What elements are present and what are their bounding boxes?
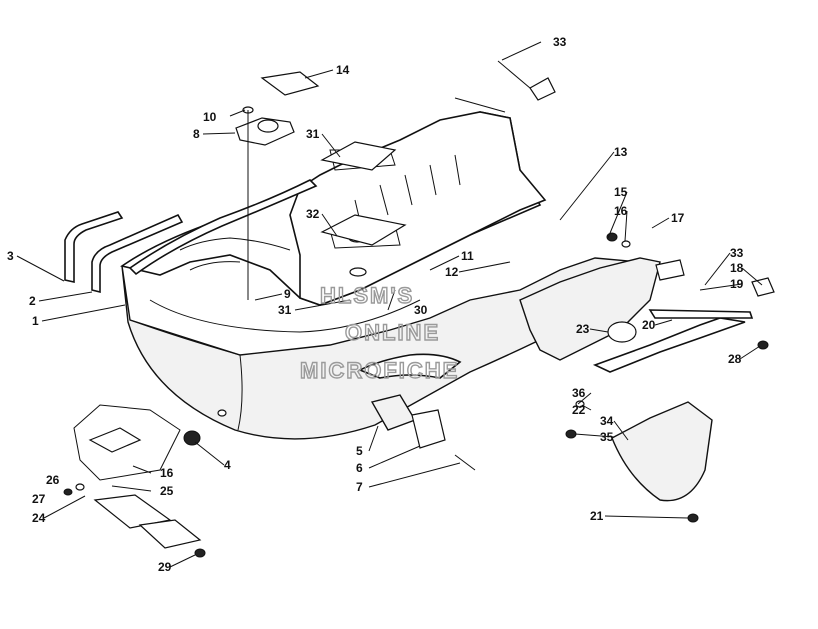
shield-part-34 [611, 401, 713, 502]
label-6: 6 [356, 461, 363, 475]
rail-part-2 [91, 213, 184, 294]
label-15: 15 [614, 185, 628, 199]
label-17: 17 [671, 211, 685, 225]
label-11: 11 [461, 249, 474, 263]
leader-lines [16, 41, 763, 568]
label-14: 14 [336, 63, 350, 77]
label-3: 3 [7, 249, 14, 263]
label-12: 12 [445, 265, 459, 279]
label-5: 5 [356, 444, 363, 458]
label-16-left: 16 [160, 466, 174, 480]
label-22: 22 [572, 403, 586, 417]
vent-parts-5-6 [370, 394, 476, 471]
watermark-line-3: MICROFICHE [300, 358, 459, 383]
lower-bracket [63, 340, 769, 558]
label-33-right: 33 [730, 246, 744, 260]
label-24: 24 [32, 511, 46, 525]
watermark-line-1: HLSM'S [320, 283, 414, 308]
label-2: 2 [29, 294, 36, 308]
label-31-top: 31 [306, 127, 320, 141]
mount-plate-bottom [320, 214, 407, 246]
pad-part-14 [260, 71, 320, 96]
label-19: 19 [730, 277, 744, 291]
label-7: 7 [356, 480, 363, 494]
grommet-part-4 [183, 430, 201, 446]
label-16-right: 16 [614, 204, 628, 218]
label-27: 27 [32, 492, 46, 506]
watermark-line-2: ONLINE [345, 320, 440, 345]
label-34: 34 [600, 414, 614, 428]
plug-part-33 [529, 77, 556, 101]
label-9: 9 [284, 287, 291, 301]
label-30: 30 [414, 303, 428, 317]
label-4: 4 [224, 458, 231, 472]
part-labels: 33 14 10 8 31 32 31 9 30 3 2 1 4 5 6 7 1… [7, 35, 744, 574]
label-23: 23 [576, 322, 590, 336]
label-21: 21 [590, 509, 604, 523]
label-18: 18 [730, 261, 744, 275]
bracket-part-8 [235, 117, 295, 146]
label-26: 26 [46, 473, 60, 487]
label-13: 13 [614, 145, 628, 159]
label-20: 20 [642, 318, 656, 332]
label-35: 35 [600, 430, 614, 444]
label-29: 28 [728, 352, 742, 366]
label-31-bottom: 31 [278, 303, 292, 317]
label-32: 32 [306, 207, 320, 221]
label-28: 29 [158, 560, 172, 574]
mount-plate-top [320, 141, 397, 171]
label-33-top: 33 [553, 35, 567, 49]
label-10: 10 [203, 110, 217, 124]
label-1: 1 [32, 314, 39, 328]
belly-pan [120, 111, 754, 440]
label-36: 36 [572, 386, 586, 400]
label-8: 8 [193, 127, 200, 141]
rail-part-3 [64, 211, 124, 283]
label-25: 25 [160, 484, 174, 498]
watermark: HLSM'S ONLINE MICROFICHE [299, 282, 459, 383]
